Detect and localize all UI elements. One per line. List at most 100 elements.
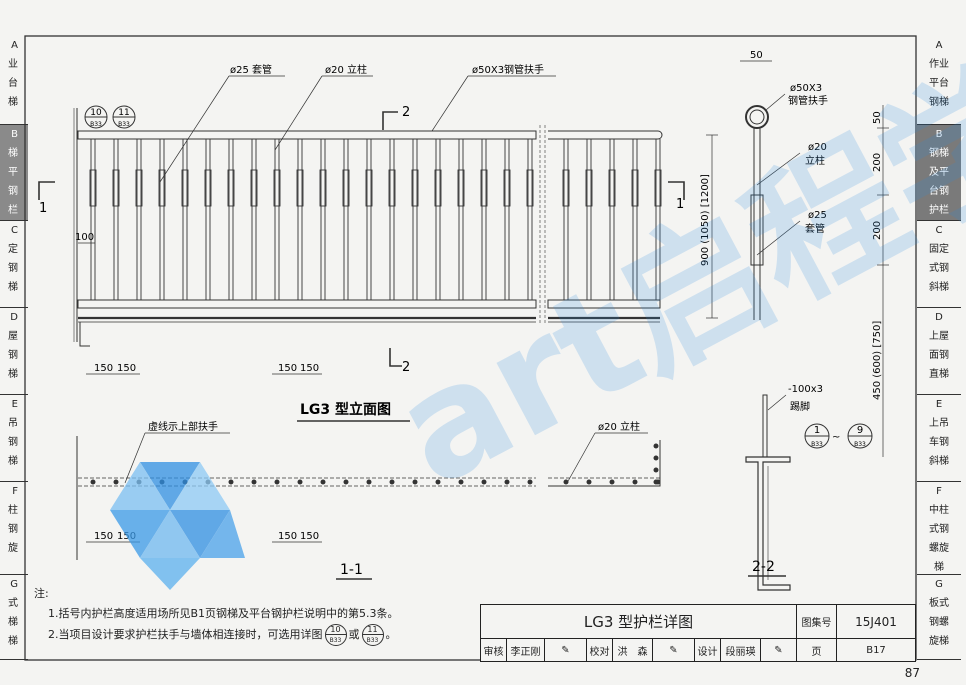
detail-ref-10: 10 B33 (84, 105, 108, 129)
handrail-left (77, 130, 537, 140)
svg-text:150: 150 (300, 363, 319, 374)
plan-post (90, 479, 96, 485)
svg-text:200: 200 (872, 221, 883, 240)
svg-text:ø50X3: ø50X3 (790, 83, 822, 94)
svg-text:11: 11 (118, 108, 129, 118)
baluster-sleeve (112, 169, 120, 207)
elevation-title: LG3 型立面图 (300, 401, 391, 418)
svg-text:150: 150 (300, 531, 319, 542)
review-signature: ✎ (545, 639, 587, 661)
plan-post (653, 479, 659, 485)
page-code: B17 (866, 644, 886, 656)
watermark-logo (110, 462, 245, 590)
plan-post (504, 479, 510, 485)
notes: 注: 1.括号内护栏高度适用场所见B1页钢梯及平台钢护栏说明中的第5.3条。 2… (34, 584, 474, 646)
svg-text:150: 150 (278, 363, 297, 374)
chapter-tab-letter: F (936, 486, 942, 497)
svg-text:150: 150 (278, 531, 297, 542)
chapter-tab-letter: A (935, 40, 943, 51)
chapter-tab-c[interactable]: C 定 钢 梯 (0, 221, 28, 308)
chapter-tab-letter: D (935, 312, 943, 323)
baluster-sleeve (631, 169, 639, 207)
plan-post (563, 479, 569, 485)
svg-text:450 (600) [750]: 450 (600) [750] (872, 321, 883, 400)
chapter-tab-label: 固定 式钢 斜梯 (929, 244, 949, 293)
review-name: 李正刚 (507, 639, 545, 661)
svg-text:ø20: ø20 (808, 142, 827, 153)
chapter-tab-b[interactable]: B 梯 平 钢 栏 (0, 125, 28, 221)
label-handrail: ø50X3钢管扶手 (472, 63, 544, 76)
plan-post (251, 479, 257, 485)
baluster-sleeve (204, 169, 212, 207)
baluster-sleeve (608, 169, 616, 207)
baluster-sleeve (654, 169, 662, 207)
svg-text:-100x3: -100x3 (788, 384, 823, 395)
svg-text:B33: B33 (90, 121, 102, 128)
svg-text:踢脚: 踢脚 (790, 400, 810, 413)
chapter-tab-label: 板式 钢螺 旋梯 (929, 598, 949, 647)
chapter-tab-label: 式 梯 梯 (8, 598, 18, 647)
plan-post (412, 479, 418, 485)
balusters-right (562, 139, 662, 300)
baluster-sleeve (342, 169, 350, 207)
plan-post (527, 479, 533, 485)
chapter-tab-d[interactable]: D 上屋 面钢 直梯 (917, 308, 961, 395)
detail-ref-1: 1 B33 (804, 423, 830, 449)
review-label: 审核 (481, 639, 507, 661)
svg-text:钢管扶手: 钢管扶手 (788, 94, 828, 107)
chapter-tab-g[interactable]: G 板式 钢螺 旋梯 (917, 575, 961, 660)
plan-post (228, 479, 234, 485)
chapter-tab-label: 上吊 车钢 斜梯 (929, 418, 949, 467)
atlas-number: 15J401 (837, 605, 915, 639)
section-1-1: 虚线示上部扶手 ø20 立柱 150 150 150 150 1-1 (76, 420, 661, 580)
page-number: 87 (904, 666, 920, 680)
svg-text:100: 100 (75, 232, 94, 243)
chapter-tab-letter: B (11, 129, 18, 140)
chapter-tab-label: 定 钢 梯 (8, 244, 18, 293)
plan-post (481, 479, 487, 485)
svg-text:50: 50 (750, 50, 763, 61)
chapter-tab-letter: C (11, 225, 18, 236)
label-sleeve: ø25 套管 (230, 63, 272, 76)
chapter-tab-letter: G (935, 579, 943, 590)
svg-text:50: 50 (872, 111, 883, 124)
baluster-sleeve (227, 169, 235, 207)
baluster-sleeve (135, 169, 143, 207)
chapter-tab-label: 梯 平 钢 栏 (8, 148, 18, 216)
svg-text:150: 150 (94, 531, 113, 542)
baluster-sleeve (411, 169, 419, 207)
svg-text:150: 150 (117, 531, 136, 542)
svg-text:立柱: 立柱 (805, 154, 825, 167)
svg-text:10: 10 (90, 108, 102, 118)
chapter-tab-label: 柱 钢 旋 (8, 505, 18, 554)
chapter-tab-letter: E (935, 399, 943, 410)
chapter-tab-e[interactable]: E 上吊 车钢 斜梯 (917, 395, 961, 482)
check-label: 校对 (587, 639, 613, 661)
note-1: 1.括号内护栏高度适用场所见B1页钢梯及平台钢护栏说明中的第5.3条。 (48, 607, 399, 620)
note-2-text: 2.当项目设计要求护栏扶手与墙体相连接时，可选用详图 (48, 628, 323, 641)
svg-text:150: 150 (117, 363, 136, 374)
chapter-tab-letter: E (11, 399, 18, 410)
baluster-sleeve (319, 169, 327, 207)
baluster-sleeve (562, 169, 570, 207)
baluster-sleeve (250, 169, 258, 207)
baluster-sleeve (503, 169, 511, 207)
check-signature: ✎ (653, 639, 695, 661)
svg-text:1: 1 (39, 201, 47, 216)
baluster-sleeve (585, 169, 593, 207)
chapter-tab-label: 上屋 面钢 直梯 (929, 331, 949, 380)
balusters-left (89, 139, 534, 300)
